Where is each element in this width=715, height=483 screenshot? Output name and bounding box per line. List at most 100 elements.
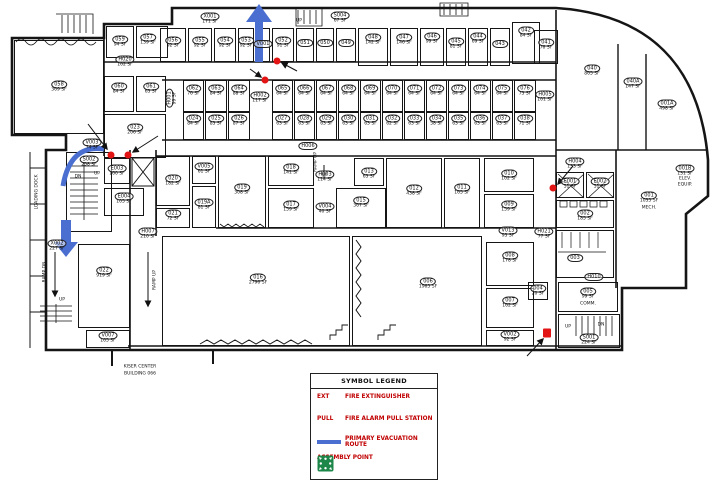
plan-annotation-text: RAMP UP xyxy=(152,269,158,291)
room-area: 159 SF xyxy=(283,207,299,213)
room-area: 63 SF xyxy=(364,121,377,127)
pointer-arrow xyxy=(131,135,159,153)
pointer-arrow xyxy=(526,337,544,357)
room-number: 075 xyxy=(494,84,511,93)
assembly-point-icon xyxy=(317,455,334,472)
room-area: 185 SF xyxy=(577,216,593,222)
room-number: V013 xyxy=(498,226,518,235)
plan-annotation-text: UP xyxy=(564,324,572,330)
room-area: 64 SF xyxy=(320,91,333,97)
room-area: 72 SF xyxy=(166,216,180,222)
room-number: H005 xyxy=(535,90,555,99)
legend-row-evacuation-route: PRIMARY EVACUATION ROUTE xyxy=(317,436,433,448)
pointer-arrow xyxy=(557,165,574,186)
room-number: 048 xyxy=(365,33,381,42)
evacuation-route-line-icon xyxy=(317,440,341,444)
primary-evacuation-route xyxy=(54,220,78,257)
room-number: 070 xyxy=(384,84,401,93)
room-number: 034 xyxy=(428,114,445,123)
room-number: 011 xyxy=(454,183,470,192)
room-number: 029 xyxy=(318,114,335,123)
room-area: 227 SF xyxy=(49,246,65,252)
room-area: 92 SF xyxy=(193,43,207,49)
room-number: 036 xyxy=(472,114,489,123)
room-number: 023 xyxy=(127,123,143,132)
room-area: 165 SF xyxy=(100,338,116,344)
room-number: 030 xyxy=(340,114,357,123)
room-area: 63 SF xyxy=(496,121,509,127)
room-number: V007 xyxy=(98,331,118,340)
room-area: 81 SF xyxy=(449,44,463,50)
room-area: 160 SF xyxy=(109,171,125,177)
room-number: 019 xyxy=(234,183,250,192)
room-number: 054 xyxy=(217,36,233,45)
legend-row-extinguisher: EXT FIRE EXTINGUISHER xyxy=(317,394,411,400)
room-number: 028 xyxy=(296,114,313,123)
room-number: 009 xyxy=(501,200,517,209)
room-number: S001 xyxy=(579,333,599,342)
room-number: 019A xyxy=(194,198,214,207)
room-number: 072 xyxy=(428,84,445,93)
fire-extinguisher-marker xyxy=(549,184,557,192)
evacuation-routes-layer xyxy=(54,4,272,257)
room-number: 046 xyxy=(424,32,440,41)
room-area: 71 SF xyxy=(518,121,532,127)
room-number: H002 xyxy=(250,91,270,100)
room-area: 101 SF xyxy=(537,97,553,103)
room-number: 005 xyxy=(580,287,596,296)
room-number: 042 xyxy=(518,26,534,35)
room-area: 63 SF xyxy=(320,121,333,127)
room-area: 102 SF xyxy=(501,176,517,182)
annotation-arrows-layer xyxy=(51,62,574,357)
room-E004 xyxy=(104,188,144,216)
fire-extinguisher-marker xyxy=(273,57,281,65)
room-number: 040 xyxy=(584,64,600,73)
room-number: X001 xyxy=(200,12,220,21)
room-number: E002 xyxy=(590,177,610,186)
room-number: H020 xyxy=(115,55,135,64)
room-area: 224 SF xyxy=(581,340,597,346)
room-area: 64 SF xyxy=(430,91,443,97)
room-area: 102 SF xyxy=(117,62,133,68)
room-number: 056 xyxy=(165,36,181,45)
room-area: 210 SF xyxy=(140,234,156,240)
room-number: 037 xyxy=(494,114,511,123)
room-number: 049 xyxy=(338,39,354,47)
room-number: 020 xyxy=(165,174,181,183)
plan-annotation-text: DN xyxy=(597,322,605,328)
room-number: 006 xyxy=(420,277,436,286)
room-number: 074 xyxy=(472,84,489,93)
room-area: 20 SF xyxy=(531,291,545,297)
room-number: 055 xyxy=(192,36,208,45)
fire-alarm-pull-station-marker xyxy=(543,328,551,338)
room-number: 008 xyxy=(502,251,518,260)
